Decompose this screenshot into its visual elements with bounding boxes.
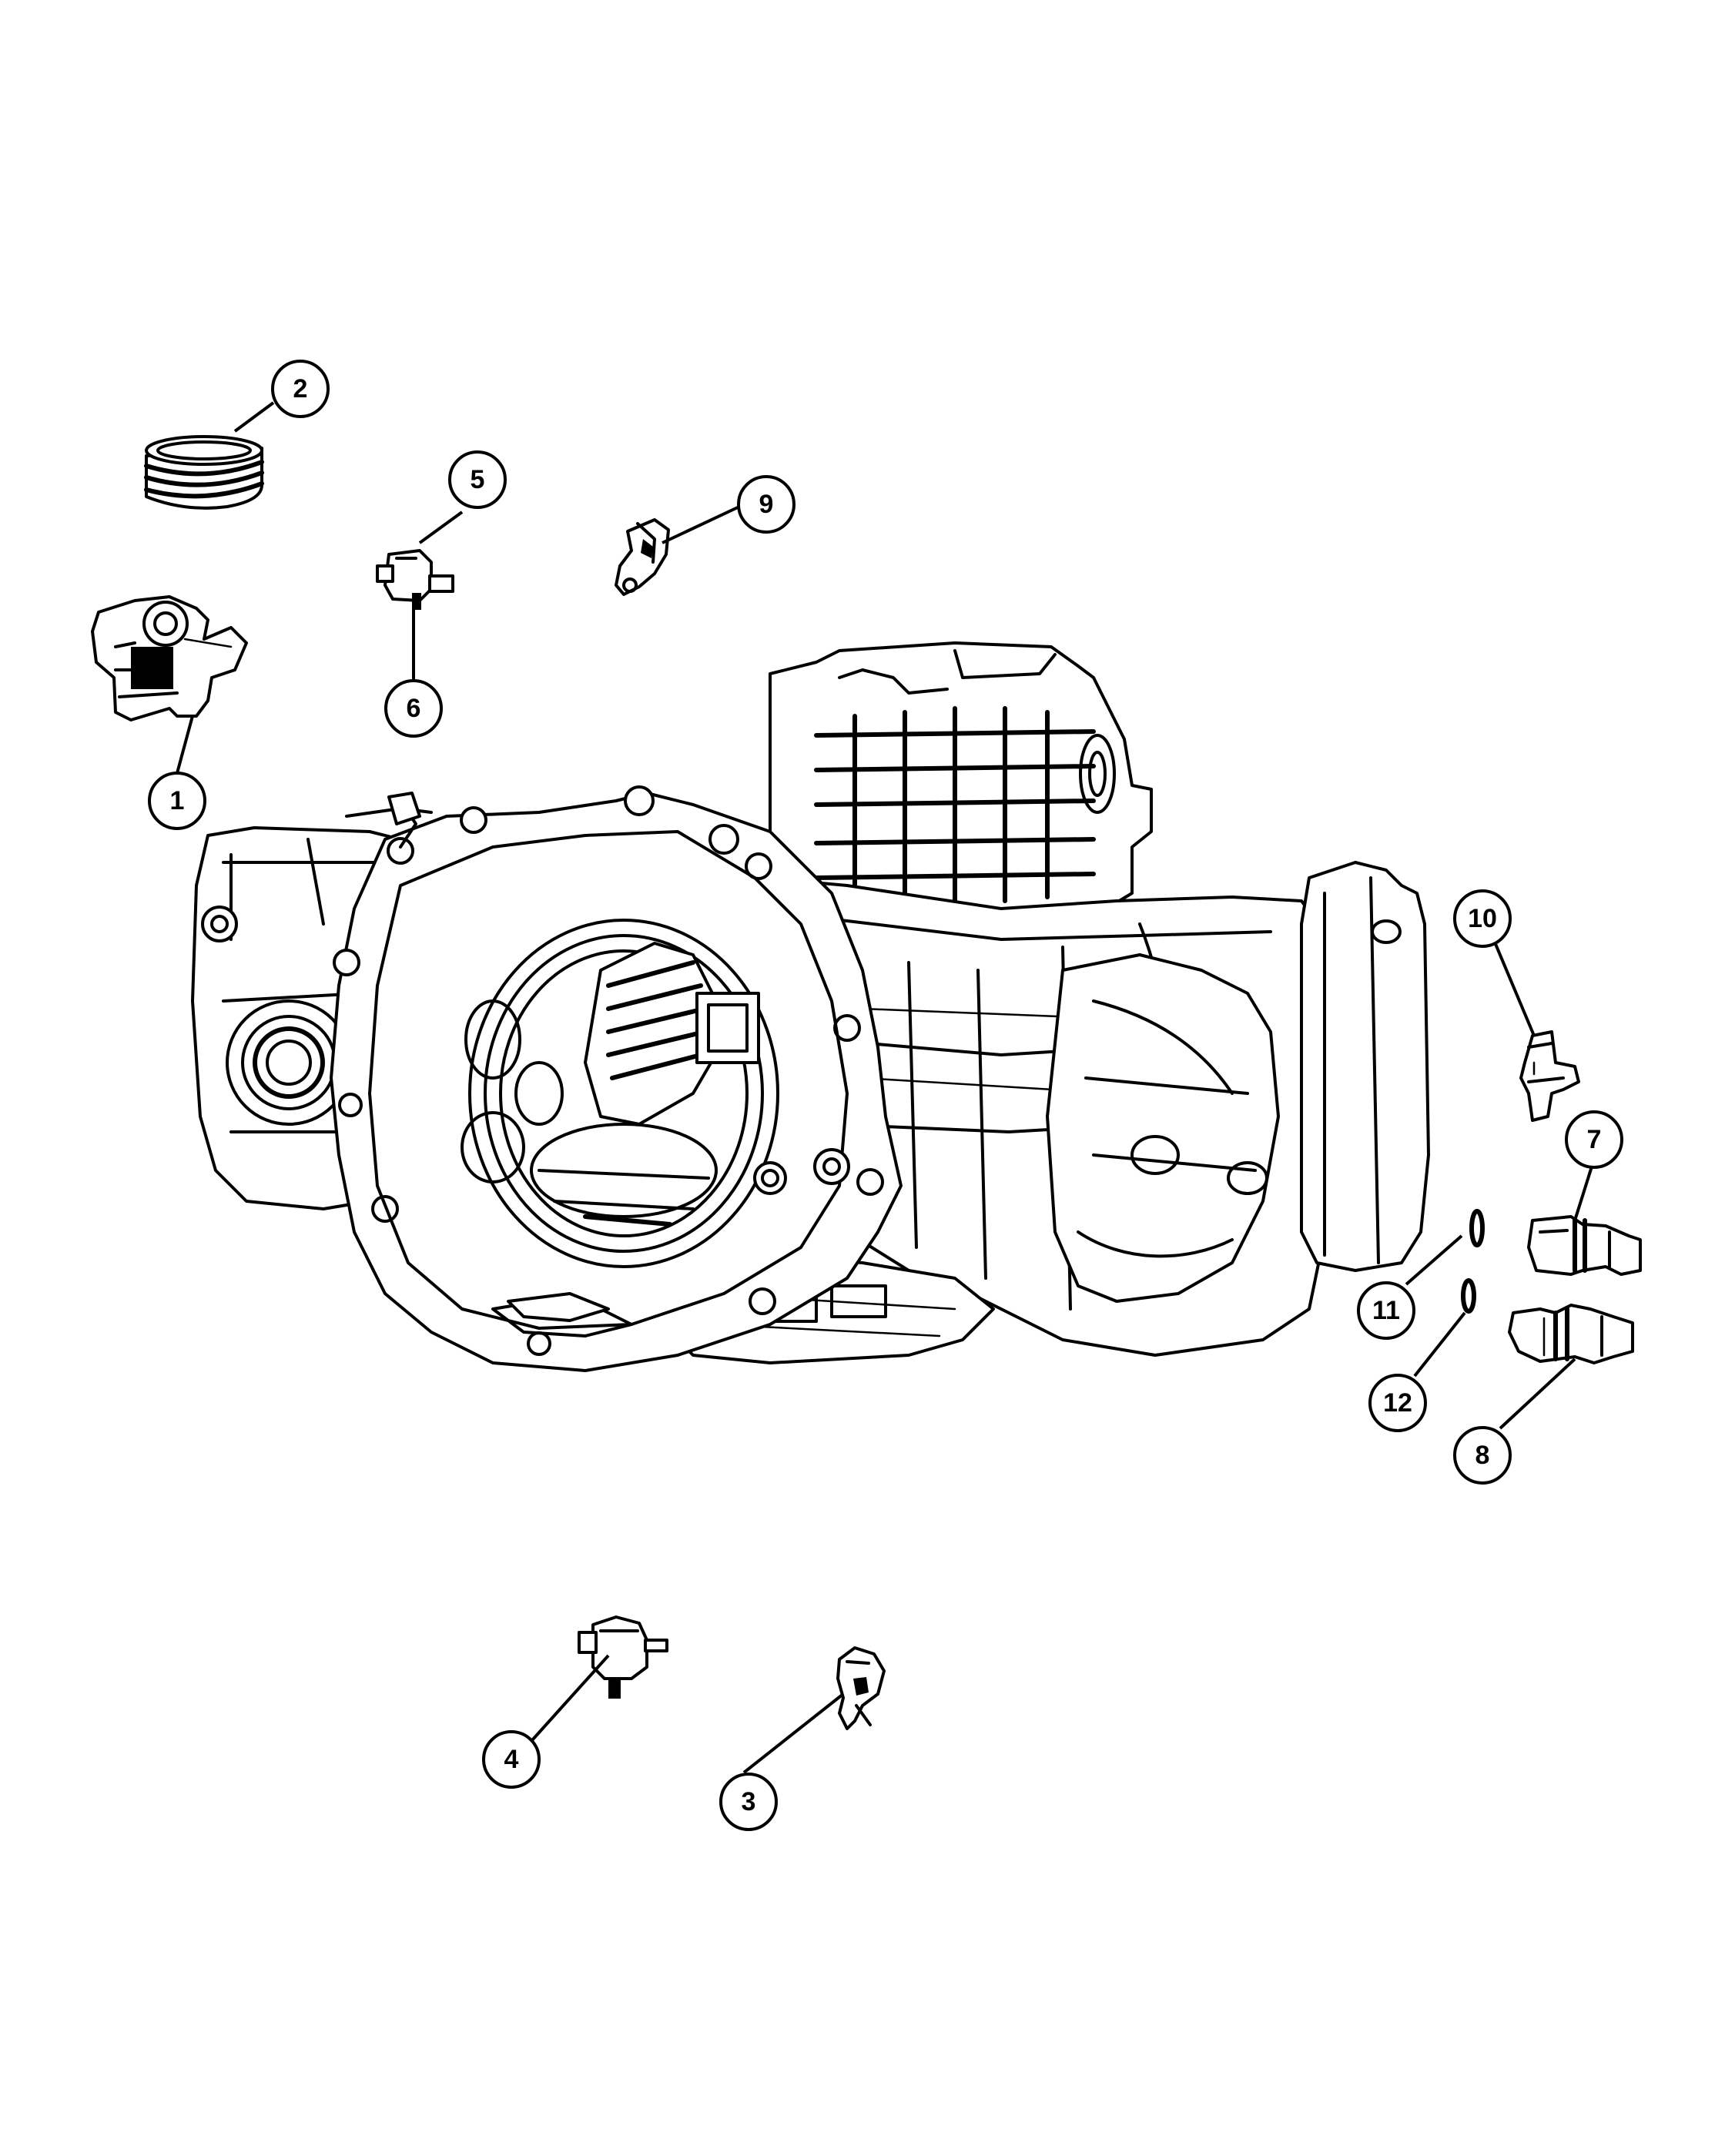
callout-6-label: 6 <box>407 694 421 723</box>
callout-10-label: 10 <box>1468 904 1497 933</box>
part-1-range-sensor <box>91 595 248 721</box>
part-11-o-ring <box>1469 1209 1485 1247</box>
callout-1-label: 1 <box>170 786 185 815</box>
callout-8: 8 <box>1453 1426 1512 1485</box>
callout-12-label: 12 <box>1383 1388 1412 1418</box>
callout-5-label: 5 <box>471 465 485 494</box>
callout-11-label: 11 <box>1372 1296 1400 1325</box>
callout-7: 7 <box>1565 1110 1623 1169</box>
callout-12: 12 <box>1368 1374 1427 1432</box>
callout-5: 5 <box>448 450 507 509</box>
callout-2: 2 <box>271 360 330 418</box>
callout-3: 3 <box>719 1773 778 1831</box>
callout-6: 6 <box>384 679 443 738</box>
callout-9-label: 9 <box>759 490 774 519</box>
part-9-solenoid-bracket <box>615 518 670 596</box>
callout-1: 1 <box>148 772 206 830</box>
part-8-pressure-switch <box>1508 1304 1634 1364</box>
callout-8-label: 8 <box>1475 1441 1490 1470</box>
part-2-seal-ring <box>144 435 264 510</box>
leader-lines <box>176 401 1593 1774</box>
part-4-solenoid <box>578 1615 668 1699</box>
callout-11: 11 <box>1357 1281 1415 1340</box>
callout-10: 10 <box>1453 889 1512 948</box>
callout-9: 9 <box>737 475 796 534</box>
part-10-speed-sensor <box>1519 1030 1580 1122</box>
part-3-solenoid-bracket <box>836 1646 886 1730</box>
part-12-o-ring <box>1461 1278 1476 1314</box>
callout-2-label: 2 <box>293 374 308 403</box>
callout-3-label: 3 <box>742 1787 756 1816</box>
part-5-solenoid <box>376 549 454 610</box>
callout-4: 4 <box>482 1730 541 1789</box>
callout-4-label: 4 <box>504 1745 519 1774</box>
transmission-assembly <box>191 641 1430 1372</box>
part-7-pressure-switch <box>1527 1215 1642 1276</box>
callout-7-label: 7 <box>1587 1125 1602 1154</box>
